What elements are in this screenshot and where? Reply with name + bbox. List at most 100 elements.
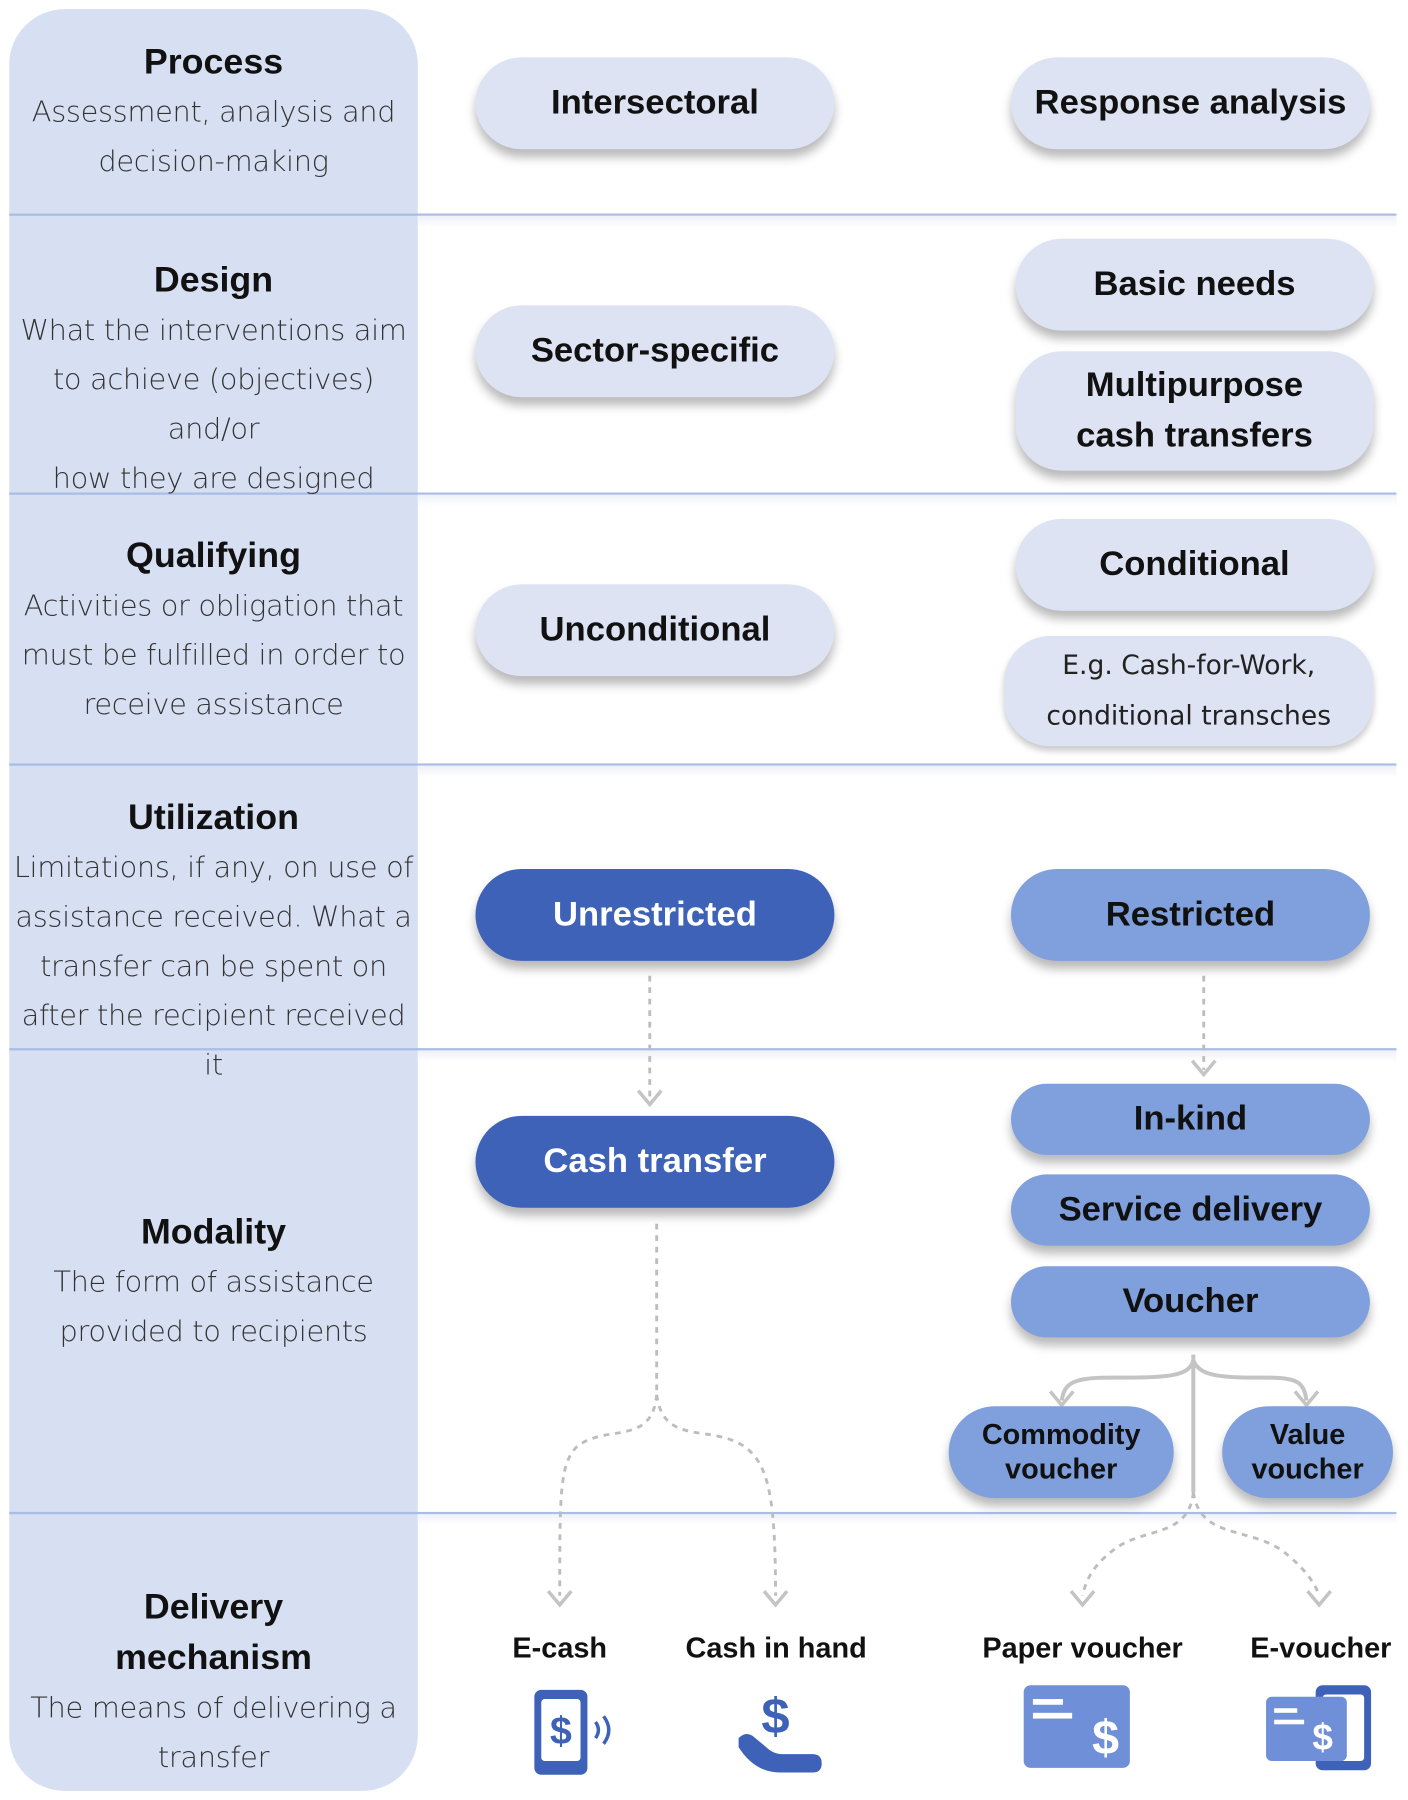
node-label-line: voucher [1251, 1453, 1364, 1486]
node-label: Restricted [1105, 895, 1276, 934]
section-desc-line: The form of assistance [53, 1265, 374, 1299]
row-shade [417, 494, 1397, 507]
arrowhead-icon [1306, 1590, 1333, 1608]
arrowhead-icon [546, 1590, 573, 1608]
section-process: Process Assessment, analysis and decisio… [9, 37, 418, 186]
node-basic-needs: Basic needs [1015, 238, 1374, 331]
node-cash-transfer: Cash transfer [475, 1115, 835, 1208]
hand-dollar-icon: $ [738, 1688, 822, 1773]
section-title: Design [153, 259, 274, 300]
delivery-label-cash-in-hand: Cash in hand [685, 1632, 867, 1665]
section-desc-line: after the recipient received it [21, 998, 406, 1082]
section-desc-line: transfer [157, 1740, 270, 1774]
row-divider [9, 1048, 1397, 1051]
arrowhead-icon [1069, 1590, 1096, 1608]
node-unrestricted: Unrestricted [475, 869, 835, 961]
node-label: Response analysis [1034, 83, 1347, 122]
node-label: Voucher [1122, 1282, 1259, 1321]
node-label: Unrestricted [552, 895, 757, 934]
node-conditional: Conditional [1015, 518, 1374, 611]
arrowhead-icon [1293, 1390, 1320, 1408]
row-divider [9, 213, 1397, 216]
delivery-label-e-voucher: E-voucher [1250, 1632, 1392, 1665]
node-voucher: Voucher [1010, 1266, 1370, 1338]
row-shade [417, 1514, 1397, 1526]
section-desc-line: receive assistance [83, 687, 344, 721]
branch-cash-in-hand [655, 1394, 777, 1596]
node-label-line: cash transfers [1076, 416, 1313, 455]
section-desc-line: decision-making [98, 144, 329, 178]
e-voucher-icon: $ [1266, 1685, 1372, 1771]
section-title: Utilization [128, 796, 299, 837]
section-desc-line: assistance received. What a [15, 900, 412, 934]
node-restricted: Restricted [1010, 869, 1370, 961]
branch-ecash [558, 1394, 659, 1596]
node-label-line: voucher [1005, 1453, 1118, 1486]
row-divider [9, 1511, 1397, 1515]
section-desc-line: Activities or obligation that [23, 588, 404, 623]
node-conditional-example: E.g. Cash-for-Work, conditional transche… [1004, 635, 1374, 747]
section-title: Qualifying [126, 534, 301, 576]
section-title: mechanism [115, 1637, 312, 1678]
voucher-branch-value [1191, 1359, 1309, 1401]
section-desc-line: transfer can be spent on [40, 949, 387, 983]
svg-text:$: $ [761, 1688, 789, 1745]
section-design: Design What the interventions aim to ach… [9, 255, 418, 503]
delivery-label-paper-voucher: Paper voucher [982, 1632, 1183, 1665]
arrowhead-icon [1190, 1059, 1217, 1078]
node-intersectoral: Intersectoral [475, 57, 835, 150]
node-label: Sector-specific [530, 331, 780, 370]
section-title: Delivery [143, 1586, 284, 1627]
section-desc-line: to achieve (objectives) and/or [52, 362, 375, 446]
node-label-line: Value [1269, 1418, 1346, 1452]
row-divider [9, 763, 1397, 766]
section-title: Modality [140, 1211, 287, 1252]
row-shade [417, 1050, 1397, 1062]
node-unconditional: Unconditional [475, 584, 835, 677]
svg-text:$: $ [1312, 1717, 1333, 1758]
section-desc-line: Assessment, analysis and [31, 95, 396, 129]
section-modality: Modality The form of assistance provided… [9, 1207, 418, 1356]
svg-text:$: $ [550, 1710, 572, 1753]
row-shade [417, 215, 1397, 228]
section-delivery-mechanism: Delivery mechanism The means of deliveri… [9, 1582, 418, 1782]
node-sector-specific: Sector-specific [475, 305, 835, 398]
arrowhead-icon [762, 1590, 789, 1608]
node-label: Unconditional [539, 610, 771, 649]
node-label: Cash transfer [543, 1142, 767, 1181]
row-divider [9, 492, 1397, 495]
arrowhead-icon [1048, 1390, 1075, 1408]
node-label: Basic needs [1093, 265, 1296, 304]
node-commodity-voucher: Commodity voucher [948, 1406, 1174, 1499]
node-service-delivery: Service delivery [1010, 1174, 1370, 1246]
section-desc-line: What the interventions aim [20, 313, 407, 347]
voucher-branch-commodity [1059, 1359, 1196, 1401]
section-desc-line: The means of delivering a [30, 1691, 397, 1725]
node-label-line: conditional transches [1046, 701, 1332, 732]
node-label-line: Multipurpose [1085, 366, 1304, 405]
node-multipurpose-cash-transfers: Multipurpose cash transfers [1015, 351, 1374, 471]
node-label: In-kind [1133, 1099, 1248, 1138]
node-label: Intersectoral [551, 83, 759, 122]
node-label-line: Commodity [981, 1418, 1141, 1452]
section-desc-line: Limitations, if any, on use of [13, 850, 414, 884]
arrowhead-icon [636, 1089, 663, 1108]
paper-voucher-icon: $ [1023, 1685, 1130, 1768]
section-desc-line: provided to recipients [59, 1314, 368, 1348]
node-label: Conditional [1099, 545, 1290, 584]
branch-e-voucher [1191, 1492, 1321, 1597]
section-qualifying: Qualifying Activities or obligation that… [9, 530, 418, 729]
node-response-analysis: Response analysis [1010, 57, 1370, 150]
delivery-label-e-cash: E-cash [512, 1632, 608, 1665]
row-shade [417, 765, 1397, 778]
branch-paper-voucher [1081, 1492, 1195, 1597]
mobile-money-icon: $ [534, 1689, 611, 1775]
node-in-kind: In-kind [1010, 1083, 1370, 1155]
svg-text:$: $ [1092, 1711, 1119, 1765]
section-utilization: Utilization Limitations, if any, on use … [9, 792, 418, 1089]
section-desc-line: must be fulfilled in order to [21, 638, 406, 672]
section-desc-line: how they are designed [52, 461, 375, 495]
